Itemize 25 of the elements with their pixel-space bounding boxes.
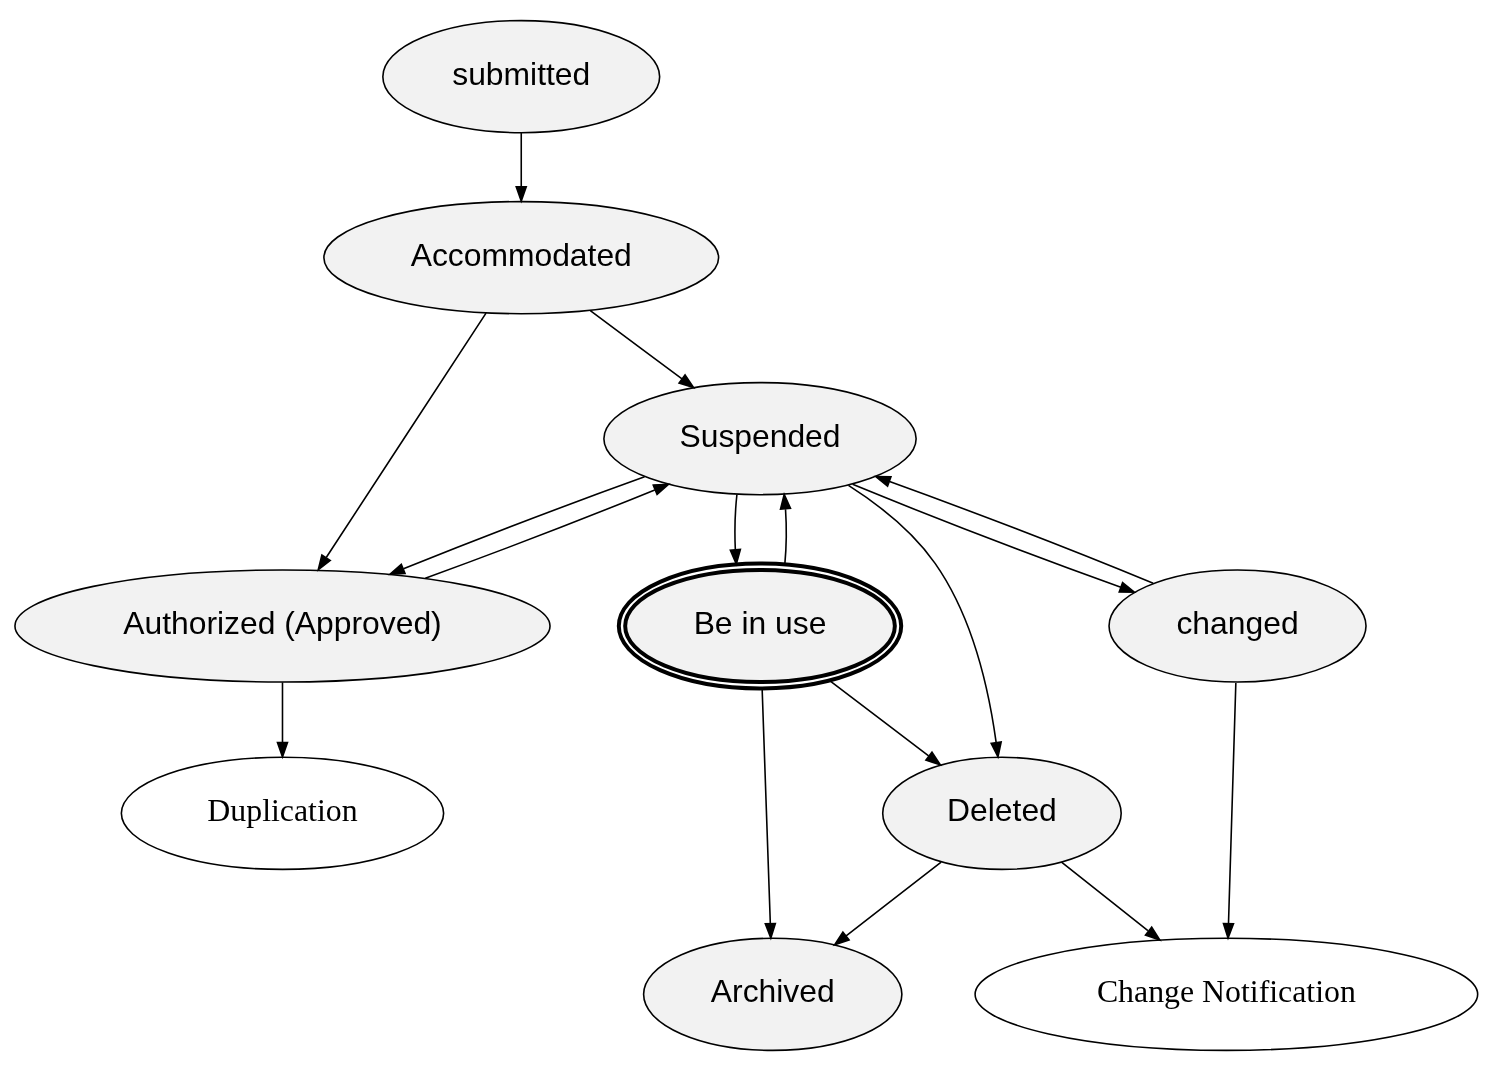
node-ellipse: Authorized (Approved) xyxy=(14,568,551,683)
arrow xyxy=(847,484,1003,759)
arrow xyxy=(1060,860,1162,941)
arrow xyxy=(316,311,487,572)
arrow xyxy=(832,860,942,946)
arrow xyxy=(829,679,943,766)
node-ellipse: changed xyxy=(1108,568,1367,683)
arrow xyxy=(1222,681,1237,940)
arrow xyxy=(589,309,696,389)
arrow xyxy=(424,482,671,579)
arrow xyxy=(873,475,1154,584)
arrow xyxy=(276,681,289,759)
node-ellipse: Accommodated xyxy=(323,200,720,314)
arrow xyxy=(515,131,528,203)
arrow xyxy=(729,493,742,566)
arrow xyxy=(851,483,1137,593)
node-ellipse: submitted xyxy=(382,19,661,133)
node-ellipse: Change Notification xyxy=(974,937,1479,1051)
arrow xyxy=(779,491,792,565)
arrow xyxy=(387,475,646,575)
node-ellipse: Archived xyxy=(642,937,903,1051)
node-ellipse: Duplication xyxy=(120,756,445,870)
arrow xyxy=(761,687,777,940)
node-ellipse: Be in use xyxy=(616,561,904,690)
node-ellipse: Deleted xyxy=(881,756,1122,870)
